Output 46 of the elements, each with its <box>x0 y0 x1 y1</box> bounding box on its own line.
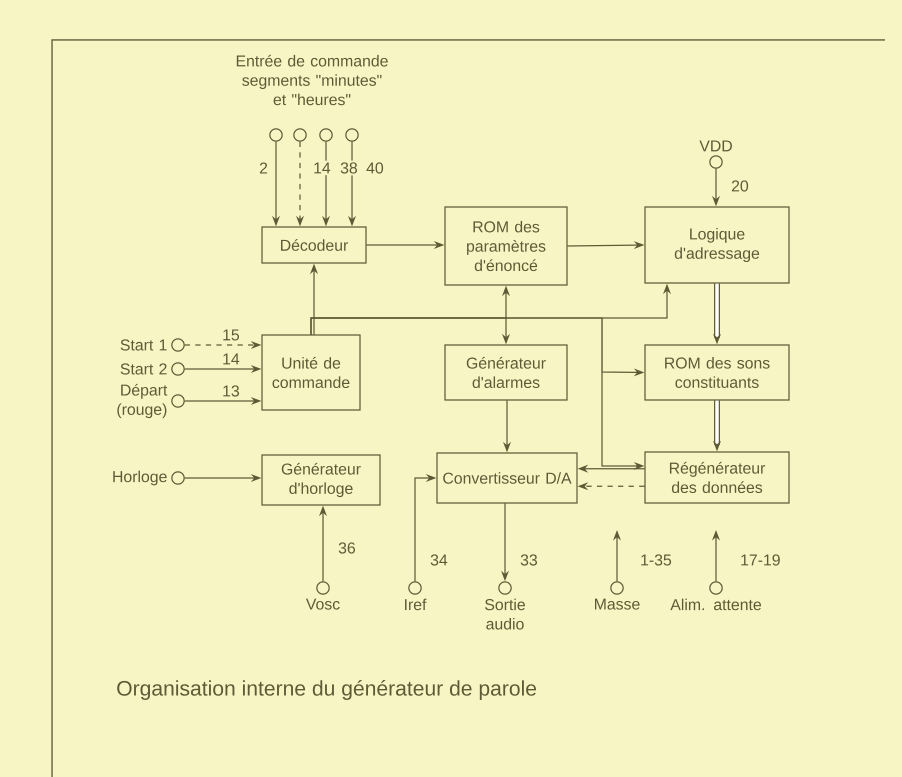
terminal-circle <box>319 128 333 142</box>
pin-number: 34 <box>428 552 450 568</box>
block-box: Convertisseur D/A <box>436 452 578 504</box>
block-box: Décodeur <box>261 226 367 264</box>
block-box: Unité de commande <box>261 334 361 411</box>
terminal-pin: VDD <box>699 140 732 169</box>
block-box: Générateur d'horloge <box>261 454 381 506</box>
node-label: Iref <box>405 598 426 610</box>
terminal-pin: Start 2 <box>120 362 185 376</box>
block-box: ROM des paramètres d'énoncé <box>444 206 568 286</box>
node-label: Masse <box>595 598 640 610</box>
block-box: Régénérateur des données <box>644 451 790 504</box>
terminal-pin: Masse <box>595 581 640 610</box>
pin-number: 15 <box>220 328 242 342</box>
input-heading: Entrée de commande segments "minutes" et "heures" <box>236 54 388 106</box>
terminal-pin: Sortie audio <box>485 581 525 630</box>
node-label: Start 2 <box>120 363 167 375</box>
terminal-pin: Alim. attente <box>670 581 762 610</box>
pin-number: 36 <box>336 540 358 556</box>
caption: Organisation interne du générateur de parole <box>117 680 536 700</box>
pin-number: 33 <box>518 552 540 568</box>
pin-number: 2 <box>257 160 270 176</box>
terminal-pin: Start 1 <box>120 338 185 352</box>
terminal-pin: Vosc <box>306 581 340 610</box>
pin-number: 38 <box>338 160 360 176</box>
block-box: ROM des sons constituants <box>644 344 790 401</box>
terminal-circle <box>269 128 283 142</box>
terminal-circle <box>345 128 359 142</box>
node-label: Vosc <box>306 598 340 610</box>
node-label: Départ (rouge) <box>117 384 168 418</box>
node-label: Start 1 <box>120 339 167 351</box>
pin-number: 13 <box>220 384 242 398</box>
terminal-pin: Iref <box>405 581 426 610</box>
terminal-circle <box>293 128 307 142</box>
node-label: Horloge <box>113 470 167 486</box>
terminal-pin: Départ (rouge) <box>117 384 185 418</box>
node-label: VDD <box>699 140 732 152</box>
node-label: Alim. attente <box>670 598 762 610</box>
pin-number: 1-35 <box>638 552 674 568</box>
node-label: Sortie audio <box>485 598 525 630</box>
block-box: Logique d'adressage <box>644 206 790 284</box>
pin-number: 20 <box>729 178 750 194</box>
pin-number: 40 <box>364 160 386 176</box>
block-box: Générateur d'alarmes <box>444 344 568 401</box>
terminal-pin: Horloge <box>113 470 185 486</box>
pin-number: 17-19 <box>738 552 782 568</box>
